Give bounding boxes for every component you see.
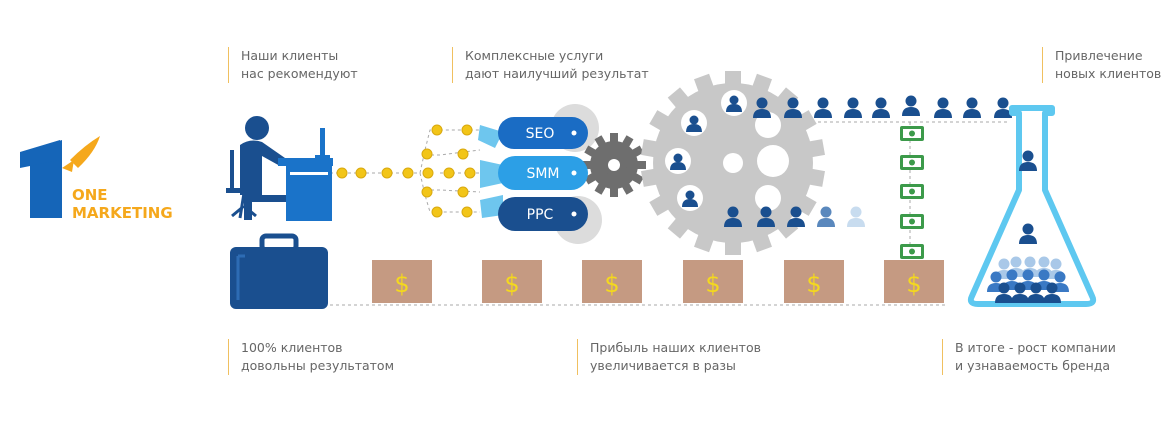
caption-growth-line2: и узнаваемость бренда — [955, 358, 1111, 373]
logo-text-line1: ONE — [72, 186, 108, 204]
caption-satisfied-line2: довольны результатом — [241, 358, 395, 373]
user-icon — [681, 110, 707, 136]
user-icon — [872, 97, 890, 118]
user-icon — [847, 206, 865, 227]
flask-icon — [967, 105, 1097, 307]
logo-text-line2: MARKETING — [72, 204, 173, 222]
money-box: $ — [784, 260, 844, 303]
dollar-icon: $ — [906, 270, 921, 298]
caption-growth-line1: В итоге - рост компании — [955, 340, 1116, 355]
user-icon — [665, 148, 691, 174]
caption-satisfied-line1: 100% клиентов — [241, 340, 343, 355]
person-at-desk-icon — [226, 116, 333, 221]
dollar-icon: $ — [806, 270, 821, 298]
user-icon — [902, 95, 920, 116]
money-bills — [900, 126, 924, 259]
caption-satisfied: 100% клиентов довольны результатом — [228, 339, 394, 375]
money-box: $ — [372, 260, 432, 303]
service-pill-ppc: PPC — [480, 195, 588, 231]
dollar-icon: $ — [705, 270, 720, 298]
money-box: $ — [482, 260, 542, 303]
user-icon — [844, 97, 862, 118]
caption-attract-line2: новых клиентов — [1055, 66, 1162, 81]
user-icon — [817, 206, 835, 227]
dollar-icon: $ — [504, 270, 519, 298]
service-pill-smm: SMM — [480, 156, 588, 190]
user-icon — [963, 97, 981, 118]
service-pill-seo: SEO — [478, 117, 588, 149]
caption-attract-line1: Привлечение — [1055, 48, 1143, 63]
caption-attract: Привлечение новых клиентов — [1042, 47, 1161, 83]
briefcase-icon — [230, 233, 328, 309]
caption-services-line1: Комплексные услуги — [465, 48, 604, 63]
user-icon — [814, 97, 832, 118]
caption-profit-line2: увеличивается в разы — [590, 358, 736, 373]
dark-gear-icon — [582, 133, 646, 197]
rocket-icon — [70, 136, 100, 168]
coins — [336, 124, 476, 218]
caption-recommend: Наши клиенты нас рекомендуют — [228, 47, 358, 83]
caption-growth: В итоге - рост компании и узнаваемость б… — [942, 339, 1116, 375]
service-label-ppc: PPC — [527, 207, 554, 223]
dollar-icon: $ — [394, 270, 409, 298]
caption-services: Комплексные услуги дают наилучший резуль… — [452, 47, 649, 83]
service-label-smm: SMM — [526, 166, 559, 182]
user-icon — [677, 185, 703, 211]
money-box: $ — [582, 260, 642, 303]
money-box: $ — [683, 260, 743, 303]
money-box: $ — [884, 260, 944, 303]
caption-recommend-line2: нас рекомендуют — [241, 66, 358, 81]
caption-profit: Прибыль наших клиентов увеличивается в р… — [577, 339, 761, 375]
dollar-icon: $ — [604, 270, 619, 298]
user-icon — [934, 97, 952, 118]
brand-logo: ONE MARKETING — [20, 136, 173, 222]
caption-recommend-line1: Наши клиенты — [241, 48, 339, 63]
caption-services-line2: дают наилучший результат — [465, 66, 649, 81]
money-boxes: $ $ $ $ $ $ — [372, 260, 944, 303]
user-icon — [721, 90, 747, 116]
caption-profit-line1: Прибыль наших клиентов — [590, 340, 761, 355]
service-label-seo: SEO — [526, 126, 555, 142]
